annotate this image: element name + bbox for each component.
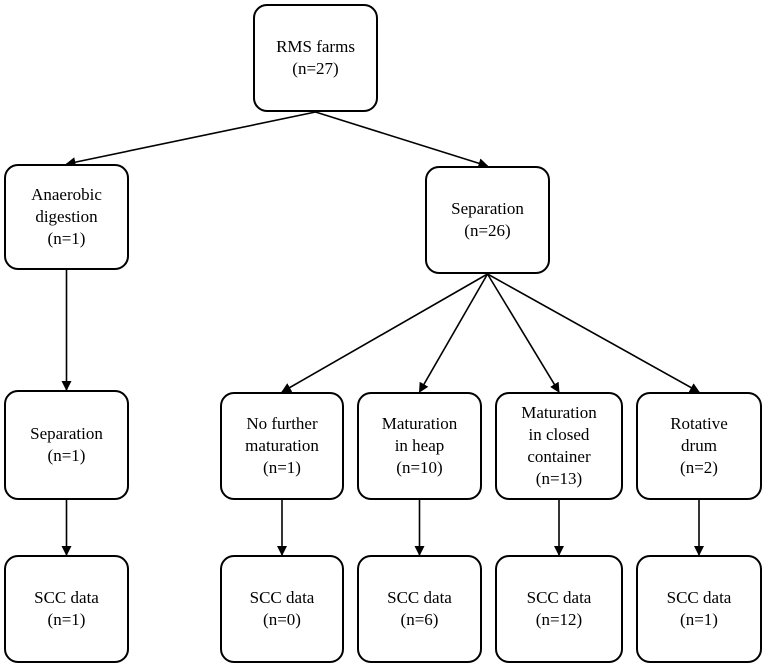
node-label-line: (n=10) xyxy=(396,458,443,478)
node-label-line: Rotative xyxy=(670,413,728,433)
node-label-line: Separation xyxy=(30,423,103,443)
node-label-line: No further xyxy=(246,413,318,433)
node-label-line: maturation xyxy=(245,435,319,455)
node-label: SCC data (n=12) xyxy=(527,587,592,631)
arrow-root-to-anaerobic xyxy=(65,111,316,168)
node-label-line: (n=12) xyxy=(535,610,583,629)
node-scc-data-drum: SCC data (n=1) xyxy=(636,555,762,663)
node-label-line: (n=1) xyxy=(47,446,86,465)
node-label: SCC data (n=1) xyxy=(667,587,732,631)
node-label-line: SCC data xyxy=(526,587,592,607)
node-scc-data-ad: SCC data (n=1) xyxy=(4,555,129,663)
arrow-separation_main-to-no_further xyxy=(281,273,488,393)
node-separation-main: Separation (n=26) xyxy=(425,166,550,274)
node-label: Separation (n=1) xyxy=(30,423,103,467)
node-label-line: Anaerobic xyxy=(31,184,102,204)
node-label-line: (n=1) xyxy=(263,458,301,478)
arrow-root-to-separation_main xyxy=(315,111,489,169)
node-label-line: (n=26) xyxy=(464,221,511,240)
node-label-line: digestion xyxy=(35,206,98,226)
node-label-line: SCC data xyxy=(34,587,99,607)
node-separation-ad: Separation (n=1) xyxy=(4,390,129,500)
node-label-line: (n=1) xyxy=(47,229,86,249)
node-label-line: (n=27) xyxy=(292,59,339,78)
node-label-line: (n=1) xyxy=(47,610,86,629)
node-scc-data-heap: SCC data (n=6) xyxy=(357,555,482,663)
node-label: SCC data (n=0) xyxy=(250,587,315,631)
node-label-line: in closed xyxy=(528,424,590,444)
arrow-separation_main-to-closed xyxy=(486,273,560,393)
node-scc-data-closed: SCC data (n=12) xyxy=(495,555,623,663)
node-label-line: RMS farms xyxy=(276,36,355,56)
node-label: RMS farms (n=27) xyxy=(276,36,355,80)
node-label: SCC data (n=6) xyxy=(387,587,452,631)
node-label-line: Maturation xyxy=(521,402,597,422)
arrow-separation_main-to-drum xyxy=(487,273,700,393)
node-label-line: SCC data xyxy=(387,587,452,607)
node-label-line: (n=2) xyxy=(680,458,718,478)
node-label-line: (n=13) xyxy=(535,469,583,489)
node-label: SCC data (n=1) xyxy=(34,587,99,631)
node-label-line: SCC data xyxy=(666,587,732,607)
node-label-line: container xyxy=(527,447,591,466)
node-label-line: in heap xyxy=(394,435,445,455)
node-label: Separation (n=26) xyxy=(451,198,524,242)
node-scc-data-no-further: SCC data (n=0) xyxy=(220,555,344,663)
node-label-line: (n=1) xyxy=(680,610,718,629)
arrow-separation_main-to-heap xyxy=(418,273,489,393)
node-label-line: Maturation xyxy=(381,413,458,433)
node-label-line: (n=6) xyxy=(400,610,439,629)
node-label-line: drum xyxy=(681,435,717,455)
node-label-line: Separation xyxy=(451,198,524,218)
node-rms-farms: RMS farms (n=27) xyxy=(253,4,378,112)
node-label-line: SCC data xyxy=(249,587,315,607)
node-label-line: (n=0) xyxy=(263,610,301,629)
